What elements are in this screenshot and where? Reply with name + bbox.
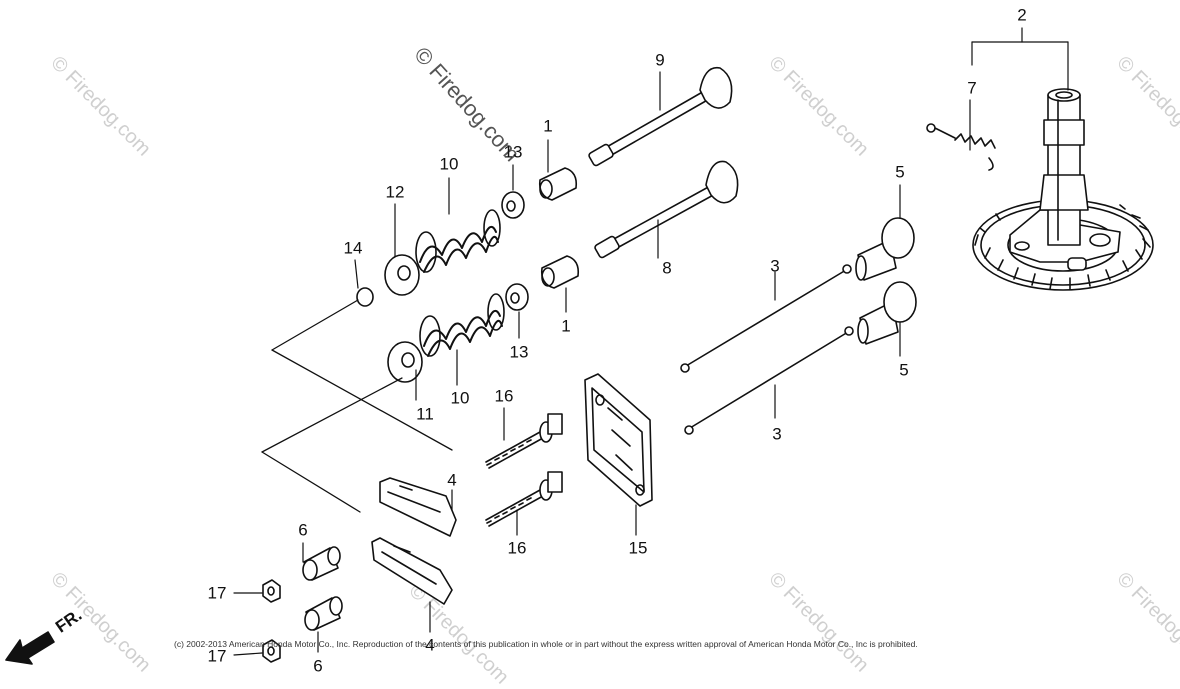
callout-4: 4: [425, 635, 435, 655]
valve-spring-upper: [415, 209, 501, 273]
callout-5: 5: [895, 162, 905, 182]
valve-guide-lower: [540, 255, 580, 289]
callout-1: 1: [543, 116, 553, 136]
valve-guide-upper: [538, 167, 578, 201]
stem-seal-upper: [501, 191, 525, 219]
push-rod-upper: [680, 264, 852, 373]
copyright-notice: (c) 2002-2013 American Honda Motor Co., …: [174, 639, 918, 649]
callout-16: 16: [494, 386, 514, 406]
callout-17: 17: [207, 583, 227, 603]
callout-2: 2: [1017, 5, 1027, 25]
tappet-upper: [855, 217, 915, 281]
callout-13: 13: [503, 142, 523, 162]
tappet-lower: [857, 281, 917, 345]
callout-17: 17: [207, 646, 227, 666]
valve-spring-lower: [419, 293, 505, 357]
front-direction-arrow: [5, 631, 55, 665]
stud-upper: [485, 413, 563, 469]
callout-15: 15: [628, 538, 648, 558]
rocker-arm-lower: [371, 537, 453, 605]
callout-7: 7: [967, 78, 977, 98]
callout-10: 10: [450, 388, 470, 408]
callout-4: 4: [447, 470, 457, 490]
nut-upper: [262, 579, 281, 603]
push-rod-lower: [684, 326, 854, 435]
valve-upper: [588, 66, 733, 167]
pivot-upper: [302, 546, 341, 581]
callout-5: 5: [899, 360, 909, 380]
callout-10: 10: [439, 154, 459, 174]
callout-3: 3: [770, 256, 780, 276]
callout-16: 16: [507, 538, 527, 558]
valve-lower: [594, 160, 739, 259]
callout-8: 8: [662, 258, 672, 278]
callout-1: 1: [561, 316, 571, 336]
stud-lower: [485, 471, 563, 527]
valve-cap: [356, 287, 374, 307]
rocker-arm-upper: [379, 477, 457, 537]
callout-3: 3: [772, 424, 782, 444]
callout-12: 12: [385, 182, 405, 202]
gasket-plate: [584, 373, 653, 507]
leader-lines: [233, 27, 1069, 656]
spring-retainer-upper: [384, 254, 420, 296]
callout-11: 11: [416, 404, 434, 424]
reference-lines: [261, 299, 453, 513]
callout-6: 6: [298, 520, 308, 540]
callout-14: 14: [343, 238, 363, 258]
callout-6: 6: [313, 656, 323, 676]
callout-13: 13: [509, 342, 529, 362]
pivot-lower: [304, 596, 343, 631]
camshaft-gear: [972, 88, 1154, 291]
stem-seal-lower: [505, 283, 529, 311]
spring-retainer-lower: [387, 341, 423, 383]
callout-9: 9: [655, 50, 665, 70]
nut-lower: [262, 639, 281, 663]
cam-spring: [926, 123, 996, 171]
